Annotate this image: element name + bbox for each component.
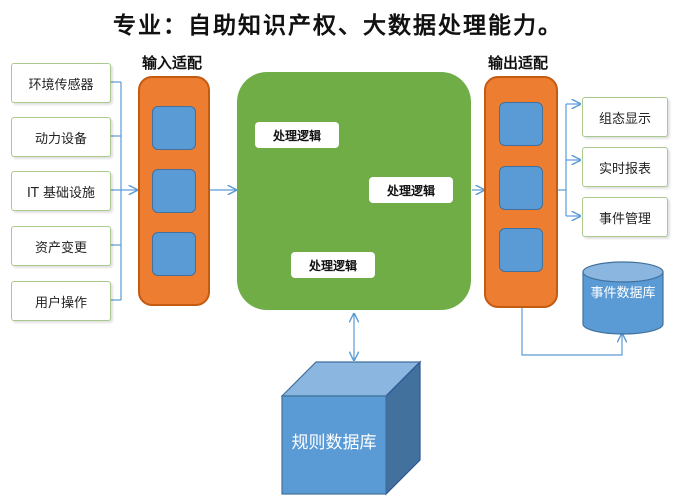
source-environment-sensor: 环境传感器: [11, 63, 111, 103]
logic-block-3: 处理逻辑: [291, 252, 375, 278]
rules-database-label: 规则数据库: [291, 433, 377, 453]
input-adapter: [138, 76, 210, 306]
rules-database-cube: [280, 360, 422, 496]
input-adapter-label: 输入适配: [142, 54, 203, 72]
output-realtime-report: 实时报表: [582, 147, 668, 187]
logic-block-2: 处理逻辑: [369, 177, 453, 203]
source-user-operation: 用户操作: [11, 281, 111, 321]
output-configuration-display: 组态显示: [582, 97, 668, 137]
output-slot-2: [499, 166, 543, 210]
processing-core: 处理逻辑 处理逻辑 处理逻辑: [237, 72, 471, 310]
output-slot-1: [499, 102, 543, 146]
input-slot-1: [152, 106, 196, 150]
output-event-management: 事件管理: [582, 197, 668, 237]
source-asset-change: 资产变更: [11, 226, 111, 266]
output-adapter-label: 输出适配: [488, 54, 549, 72]
source-it-infrastructure: IT 基础设施: [11, 171, 111, 211]
input-slot-3: [152, 232, 196, 276]
output-slot-3: [499, 228, 543, 272]
event-database-label: 事件数据库: [590, 286, 656, 301]
logic-block-1: 处理逻辑: [255, 122, 339, 148]
page-title: 专业：自助知识产权、大数据处理能力。: [113, 12, 563, 39]
event-database-icon: [582, 261, 664, 335]
output-adapter: [484, 76, 558, 308]
input-slot-2: [152, 169, 196, 213]
source-power-equipment: 动力设备: [11, 117, 111, 157]
